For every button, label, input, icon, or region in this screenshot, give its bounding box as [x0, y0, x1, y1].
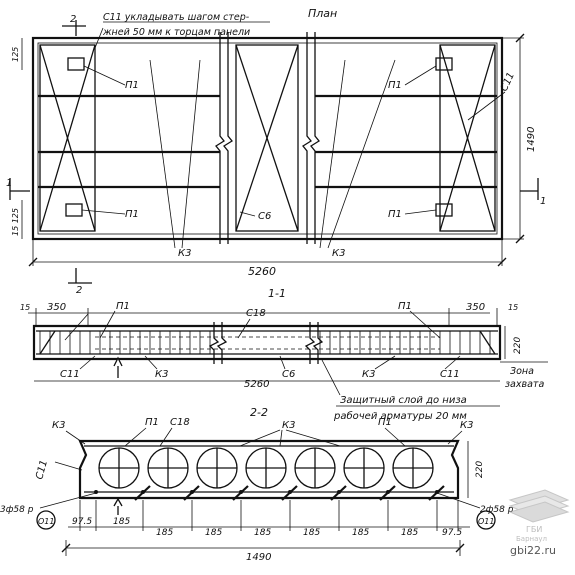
s1-label-p1-l: П1	[116, 301, 130, 312]
s1-dim-height: 220	[513, 337, 523, 354]
plan-label-p1-tl: П1	[125, 80, 139, 91]
s1-note-cover-1: Защитный слой до низа	[340, 395, 467, 406]
s2-label-p1-l: П1	[145, 417, 159, 428]
s2-label-o11-l: О11	[38, 517, 54, 526]
s2-outline	[78, 439, 460, 500]
s2-dim-spacing-0: 97.5	[72, 517, 92, 527]
s1-label-k3-r: К3	[362, 369, 375, 380]
plan-label-k3-l: К3	[178, 248, 191, 259]
s2-dim-spacing-1: 185	[113, 517, 130, 527]
s1-dim-length: 5260	[244, 379, 269, 390]
s2-dim-spacing-8: 97.5	[442, 528, 462, 538]
plan-label-p1-bl: П1	[125, 209, 139, 220]
plan-dim-height: 1490	[526, 127, 537, 152]
s2-label-k3-r: К3	[460, 420, 473, 431]
s1-label-c11-l: С11	[60, 369, 80, 380]
plan-note-line2: жней 50 мм к торцам панели	[102, 27, 250, 38]
plan-title: План	[308, 7, 337, 20]
s2-label-o11-r: О11	[478, 517, 494, 526]
s2-label-rebar-r: 2ф58 р	[480, 505, 514, 515]
s1-label-c18: С18	[246, 308, 266, 319]
watermark-site: gbi22.ru	[510, 544, 556, 557]
s1-label-c6: С6	[282, 369, 295, 380]
s2-dim-spacing-2: 185	[156, 528, 173, 538]
plan-view: План С11 укладывать шагом стер- жней 50 …	[6, 7, 546, 296]
section-2-2: 2-2	[0, 406, 514, 563]
plan-section-1-left: 1	[6, 178, 12, 189]
watermark-logo: ГБИ Барнаул	[508, 489, 570, 543]
s2-label-rebar-l: 3ф58 р	[0, 505, 34, 515]
s1-dim-gap-r: 15	[508, 303, 518, 312]
s2-dim-total: 1490	[246, 552, 271, 563]
plan-panel-outline	[31, 36, 504, 241]
plan-dim-bottom-left: 15 125	[11, 208, 20, 236]
watermark-logo-line2: Барнаул	[516, 535, 547, 543]
plan-dim-top-left: 125	[11, 47, 20, 62]
s1-note-zone-1: Зона	[510, 366, 534, 377]
s2-label-k3-l: К3	[52, 420, 65, 431]
plan-label-c6: С6	[258, 211, 271, 222]
section-2-title: 2-2	[250, 406, 268, 419]
s2-label-c11: С11	[34, 459, 50, 481]
s2-dim-spacing-4: 185	[254, 528, 271, 538]
watermark-logo-line1: ГБИ	[526, 525, 542, 534]
s1-dim-gap-l: 15	[20, 303, 30, 312]
s2-marker-o11-l	[36, 510, 56, 530]
s1-label-p1-r: П1	[398, 301, 412, 312]
s1-note-zone-2: захвата	[505, 379, 544, 390]
s1-label-k3-l: К3	[155, 369, 168, 380]
s2-marker-o11-r	[476, 510, 496, 530]
s2-label-k3-mid: К3	[282, 420, 295, 431]
s1-dim-len-l: 350	[47, 302, 66, 313]
s1-label-c11-r: С11	[440, 369, 460, 380]
s2-label-c18: С18	[170, 417, 190, 428]
s2-dim-spacing-7: 185	[401, 528, 418, 538]
plan-section-2-top: 2	[70, 14, 76, 25]
plan-section-2-bottom: 2	[76, 285, 82, 296]
s2-dim-spacing-5: 185	[303, 528, 320, 538]
s1-dim-len-r: 350	[466, 302, 485, 313]
plan-label-p1-br: П1	[388, 209, 402, 220]
s2-label-p1-r: П1	[378, 417, 392, 428]
s2-dim-spacing-6: 185	[352, 528, 369, 538]
plan-dim-length: 5260	[248, 265, 276, 278]
plan-label-k3-r: К3	[332, 248, 345, 259]
s2-dim-height: 220	[475, 461, 485, 478]
section-1-title: 1-1	[268, 287, 286, 300]
plan-label-p1-tr: П1	[388, 80, 402, 91]
plan-section-1-right: 1	[540, 196, 546, 207]
section-1-1: 1-1 15 350 350 15	[20, 287, 548, 422]
s1-note-cover-2: рабочей арматуры 20 мм	[333, 410, 467, 422]
plan-note-line1: С11 укладывать шагом стер-	[103, 12, 250, 23]
s2-dim-spacing-3: 185	[205, 528, 222, 538]
